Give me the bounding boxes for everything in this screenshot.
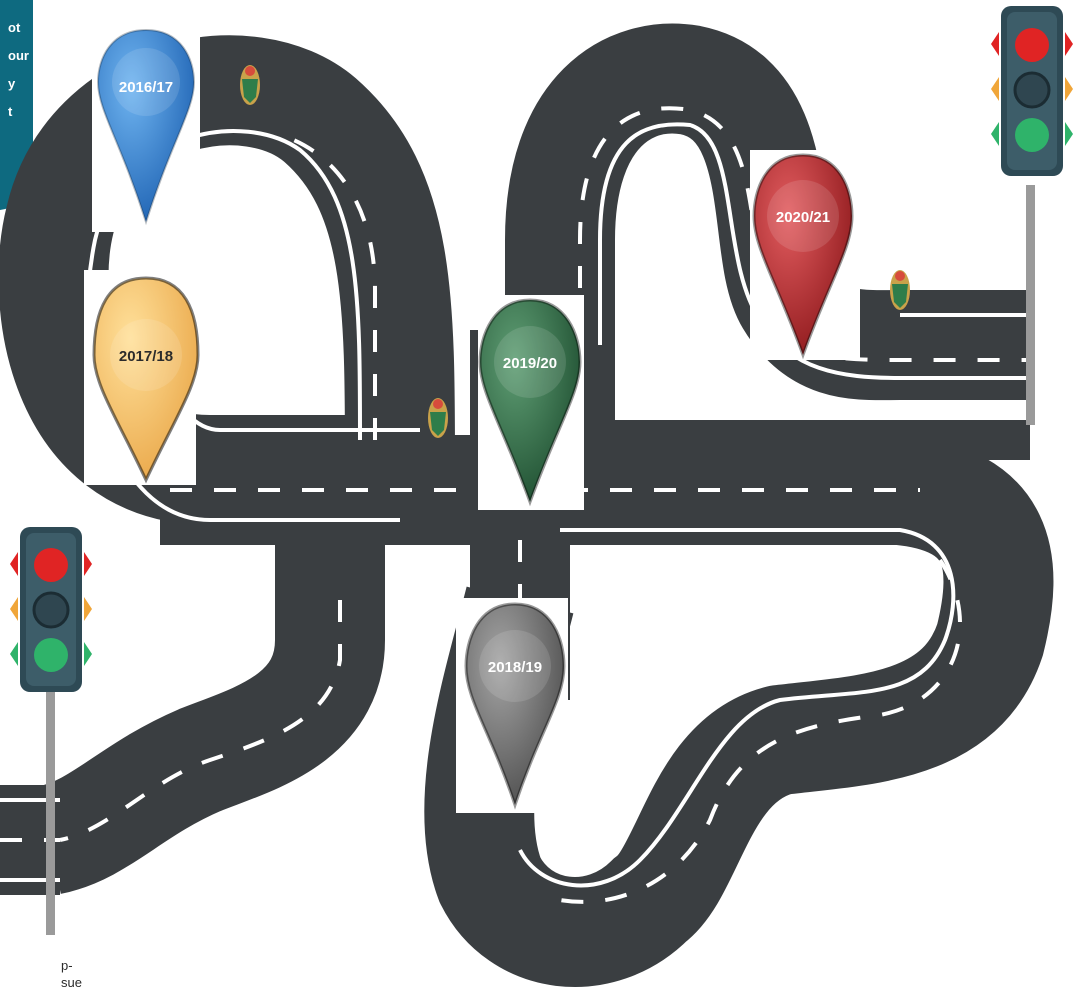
milestone-label-2019: 2019/20 (503, 355, 557, 372)
coat-of-arms-icon (890, 270, 910, 310)
side-panel-line: t (8, 98, 29, 126)
side-panel-line: y (8, 70, 29, 98)
milestone-label-2020: 2020/21 (776, 209, 830, 226)
side-panel-text: ot our y t (8, 14, 29, 126)
coat-of-arms-icon (240, 65, 260, 105)
side-panel-line: our (8, 42, 29, 70)
bottom-text-line: sue (61, 974, 82, 991)
side-panel-line: ot (8, 14, 29, 42)
milestone-label-2016: 2016/17 (119, 79, 173, 96)
coat-of-arms-icon (428, 398, 448, 438)
milestone-label-2017: 2017/18 (119, 348, 173, 365)
bottom-text-line: p- (61, 957, 82, 974)
bottom-text-fragment: p- sue (61, 957, 82, 991)
milestone-label-2018: 2018/19 (488, 659, 542, 676)
